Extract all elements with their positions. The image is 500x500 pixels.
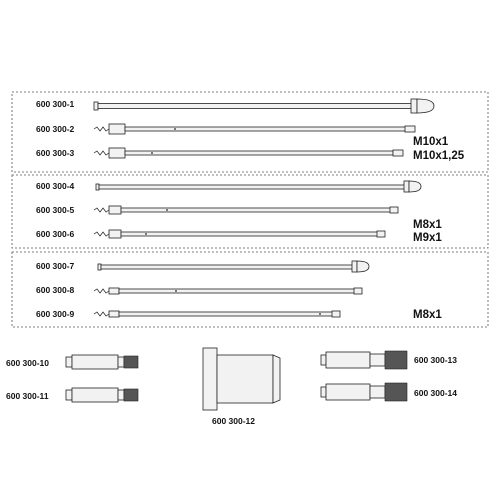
- group-2-frame: [11, 174, 489, 249]
- part-label-3: 600 300-3: [36, 148, 75, 158]
- extension-rod-4: [95, 180, 422, 193]
- group-1-frame: [11, 91, 489, 173]
- thread-size-m8x1-b: M8x1: [413, 309, 442, 321]
- part-label-11: 600 300-11: [6, 391, 49, 401]
- part-label-12: 600 300-12: [212, 416, 255, 426]
- part-label-4: 600 300-4: [36, 181, 75, 191]
- part-label-2: 600 300-2: [36, 124, 75, 134]
- adapter-12: 600 300-12: [202, 347, 281, 426]
- adapter-11: 600 300-11: [6, 387, 139, 403]
- thread-size-m9x1: M9x1: [413, 232, 442, 244]
- part-label-14: 600 300-14: [414, 388, 457, 398]
- adapter-13: 600 300-13: [320, 350, 457, 370]
- adapter-10: 600 300-10: [6, 354, 139, 370]
- extension-rod-7: [97, 260, 370, 273]
- group-3: 600 300-7 600 300-8 600 300-9 M8x1: [11, 251, 489, 328]
- extension-rod-1: [93, 98, 435, 114]
- part-label-6: 600 300-6: [36, 229, 75, 239]
- part-label-7: 600 300-7: [36, 261, 75, 271]
- thread-size-m10x125: M10x1,25: [413, 150, 465, 162]
- part-label-1: 600 300-1: [36, 99, 75, 109]
- part-label-5: 600 300-5: [36, 205, 75, 215]
- group-2: 600 300-4 600 300-5 600 300-6 M8x1 M9x1: [11, 174, 489, 249]
- thread-size-m8x1-a: M8x1: [413, 219, 442, 231]
- adapter-14: 600 300-14: [320, 382, 457, 402]
- drill-rod-8: [93, 287, 363, 295]
- group-3-frame: [11, 251, 489, 328]
- part-label-13: 600 300-13: [414, 355, 457, 365]
- drill-rod-5: [93, 205, 399, 215]
- drill-rod-9: [93, 310, 341, 318]
- group-1: 600 300-1 600 300-2 600 300-3 M10x1 M10x: [11, 91, 489, 173]
- thread-size-m10x1: M10x1: [413, 136, 449, 148]
- part-label-8: 600 300-8: [36, 285, 75, 295]
- part-label-10: 600 300-10: [6, 358, 49, 368]
- drill-rod-6: [93, 229, 386, 239]
- part-label-9: 600 300-9: [36, 309, 75, 319]
- drill-rod-3: [93, 147, 404, 159]
- drill-rod-2: [93, 123, 416, 135]
